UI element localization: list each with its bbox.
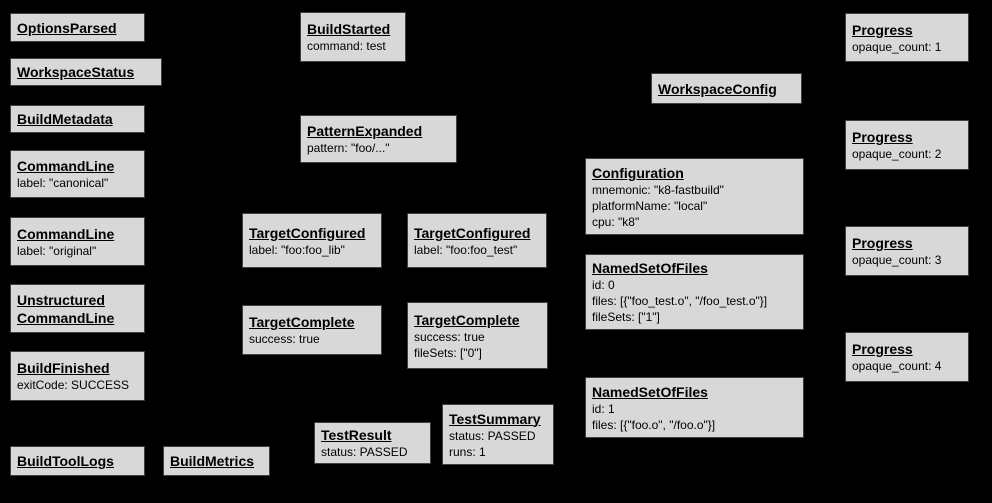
node-build-finished: BuildFinished exitCode: SUCCESS	[10, 351, 145, 401]
node-title: WorkspaceConfig	[658, 80, 777, 97]
node-title: WorkspaceStatus	[17, 64, 135, 80]
node-detail-line: fileSets: ["0"]	[414, 345, 482, 360]
node-detail-line: id: 0	[592, 278, 615, 292]
node-detail-line: files: [{"foo.o", "/foo.o"}]	[592, 417, 716, 432]
node-title: OptionsParsed	[17, 19, 117, 36]
node-detail-line: opaque_count: 1	[852, 39, 942, 54]
node-title: BuildMetrics	[170, 453, 255, 469]
node-detail-line: files: [{"foo_test.o", "/foo_test.o"}]	[592, 294, 768, 308]
node-progress-1: Progress opaque_count: 1	[845, 13, 969, 62]
node-title: CommandLine	[17, 158, 115, 174]
node-title: TargetConfigured	[414, 224, 531, 241]
node-detail-line: exitCode: SUCCESS	[17, 378, 130, 392]
node-detail-line: success: true	[249, 332, 320, 346]
node-build-metrics: BuildMetrics	[163, 446, 270, 476]
node-test-summary: TestSummary status: PASSED runs: 1	[442, 404, 554, 465]
node-target-configured-foo-test: TargetConfigured label: "foo:foo_test"	[407, 213, 547, 268]
node-named-set-of-files-0: NamedSetOfFiles id: 0 files: [{"foo_test…	[585, 254, 804, 330]
node-title: Progress	[852, 129, 913, 145]
node-command-line-canonical: CommandLine label: "canonical"	[10, 150, 145, 198]
node-detail-line: platformName: "local"	[592, 198, 708, 213]
node-progress-4: Progress opaque_count: 4	[845, 332, 969, 382]
node-command-line-original: CommandLine label: "original"	[10, 217, 145, 266]
node-detail-line: fileSets: ["1"]	[592, 310, 660, 324]
node-title: CommandLine	[17, 225, 115, 242]
node-build-tool-logs: BuildToolLogs	[10, 446, 145, 476]
node-title: Unstructured CommandLine	[17, 291, 115, 326]
node-workspace-status: WorkspaceStatus	[10, 58, 162, 86]
node-build-metadata: BuildMetadata	[10, 105, 145, 133]
node-title: Configuration	[592, 164, 684, 181]
node-detail-line: label: "foo:foo_lib"	[249, 242, 345, 257]
node-detail-line: opaque_count: 4	[852, 359, 942, 373]
node-unstructured-command-line: Unstructured CommandLine	[10, 284, 145, 333]
node-workspace-config: WorkspaceConfig	[651, 73, 802, 104]
node-progress-2: Progress opaque_count: 2	[845, 120, 969, 170]
node-detail-line: pattern: "foo/..."	[307, 141, 390, 155]
node-detail-line: status: PASSED	[449, 428, 536, 443]
node-detail-line: command: test	[307, 39, 386, 53]
node-title: TargetConfigured	[249, 224, 366, 241]
node-title: Progress	[852, 341, 913, 357]
node-progress-3: Progress opaque_count: 3	[845, 226, 969, 276]
node-build-started: BuildStarted command: test	[300, 12, 406, 62]
node-detail-line: mnemonic: "k8-fastbuild"	[592, 182, 724, 197]
node-title: BuildMetadata	[17, 111, 113, 127]
node-detail-line: status: PASSED	[321, 445, 408, 459]
node-title: BuildStarted	[307, 21, 391, 37]
node-options-parsed: OptionsParsed	[10, 13, 145, 42]
node-detail-line: cpu: "k8"	[592, 214, 640, 229]
node-pattern-expanded: PatternExpanded pattern: "foo/..."	[300, 115, 457, 163]
node-detail-line: opaque_count: 2	[852, 147, 942, 161]
node-detail-line: opaque_count: 3	[852, 253, 942, 267]
node-target-complete-foo-lib: TargetComplete success: true	[242, 305, 382, 355]
node-target-configured-foo-lib: TargetConfigured label: "foo:foo_lib"	[242, 213, 382, 268]
node-detail-line: label: "canonical"	[17, 176, 109, 190]
node-detail-line: runs: 1	[449, 444, 486, 459]
node-configuration: Configuration mnemonic: "k8-fastbuild" p…	[585, 158, 804, 235]
node-title: Progress	[852, 21, 913, 38]
node-detail-line: label: "foo:foo_test"	[414, 242, 518, 257]
node-title: PatternExpanded	[307, 123, 423, 139]
node-named-set-of-files-1: NamedSetOfFiles id: 1 files: [{"foo.o", …	[585, 377, 804, 438]
node-detail-line: success: true	[414, 329, 485, 344]
node-title: TestResult	[321, 427, 392, 443]
node-title: TestSummary	[449, 410, 541, 427]
node-title: NamedSetOfFiles	[592, 260, 708, 276]
node-test-result: TestResult status: PASSED	[314, 422, 431, 464]
node-title: TargetComplete	[249, 314, 355, 330]
node-title: BuildToolLogs	[17, 453, 114, 469]
node-title: TargetComplete	[414, 311, 520, 328]
node-title: Progress	[852, 235, 913, 251]
node-detail-line: id: 1	[592, 401, 615, 416]
node-title: BuildFinished	[17, 360, 110, 376]
node-target-complete-foo-test: TargetComplete success: true fileSets: […	[407, 302, 548, 369]
node-title: NamedSetOfFiles	[592, 383, 708, 400]
node-detail-line: label: "original"	[17, 243, 97, 258]
